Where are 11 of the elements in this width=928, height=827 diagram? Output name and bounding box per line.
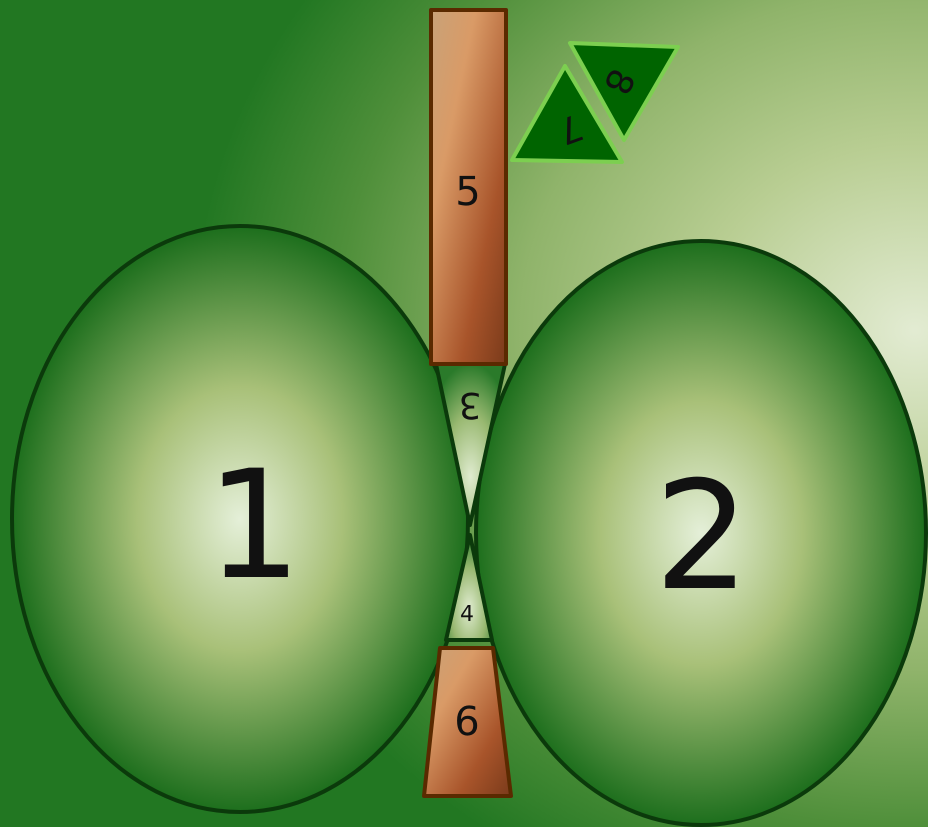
part-number: 8	[596, 63, 640, 99]
part-number: 7	[553, 107, 587, 149]
part-number: 1	[206, 451, 302, 601]
part-number: 6	[454, 702, 480, 742]
part-number: 5	[455, 172, 481, 212]
part-number: 2	[654, 462, 750, 612]
part-number: 4	[460, 604, 474, 626]
pore-triangle	[436, 364, 505, 525]
part-number: 3	[458, 386, 482, 422]
pore-triangle	[446, 535, 492, 640]
wall-trapezoid	[424, 648, 511, 796]
